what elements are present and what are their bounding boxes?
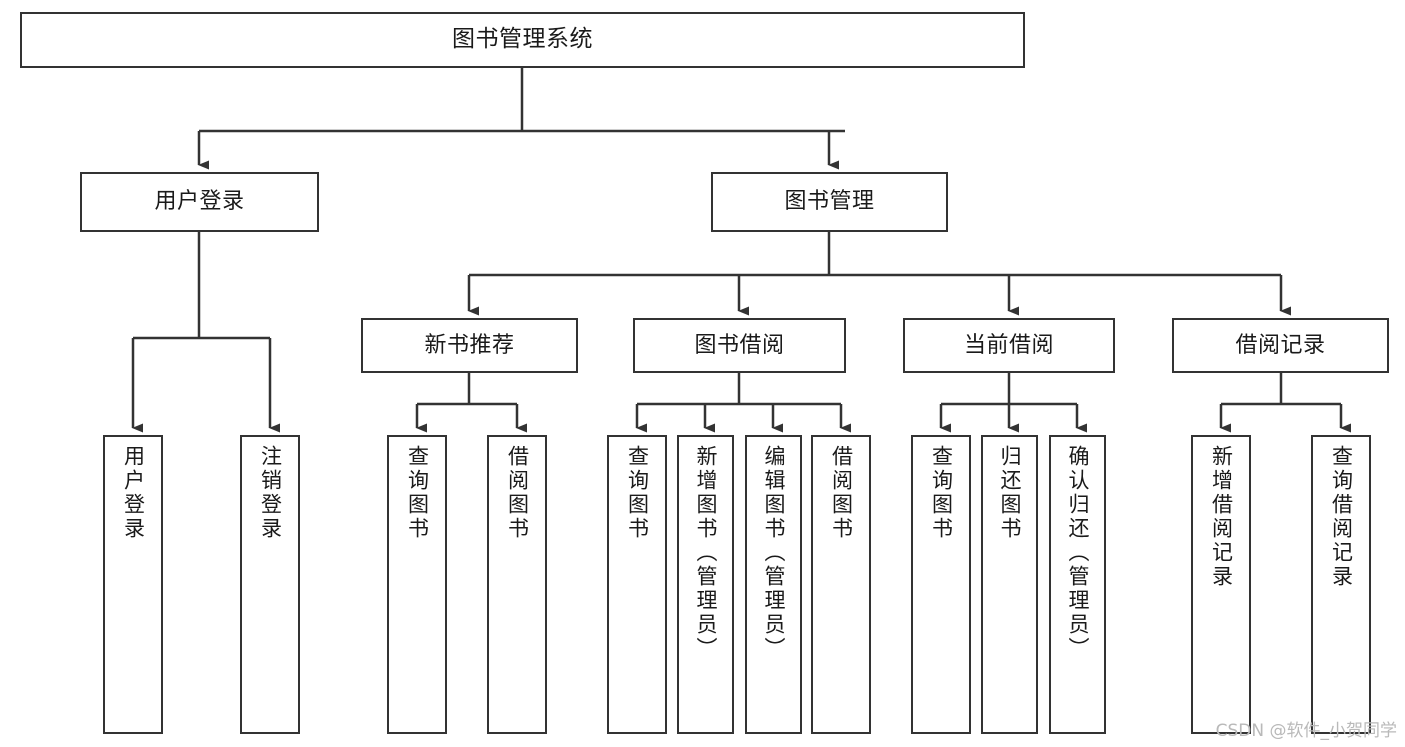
leaf-record-query-record[interactable]: 查询借阅记录: [1311, 435, 1371, 734]
leaf-current-confirm-return[interactable]: 确认归还（管理员）: [1049, 435, 1106, 734]
node-label: 注销登录: [258, 445, 283, 541]
node-label: 查询图书: [625, 445, 650, 541]
node-user-login[interactable]: 用户登录: [80, 172, 319, 232]
node-label: 图书管理系统: [452, 26, 593, 53]
node-label: 查询图书: [929, 445, 954, 541]
node-label: 用户登录: [154, 189, 245, 215]
node-root-system[interactable]: 图书管理系统: [20, 12, 1025, 68]
leaf-borrow-query-book[interactable]: 查询图书: [607, 435, 667, 734]
node-label: 查询图书: [405, 445, 430, 541]
leaf-current-return-book[interactable]: 归还图书: [981, 435, 1038, 734]
leaf-recommend-query-book[interactable]: 查询图书: [387, 435, 447, 734]
leaf-user-login-logout[interactable]: 注销登录: [240, 435, 300, 734]
node-label: 图书管理: [784, 189, 875, 215]
leaf-current-query-book[interactable]: 查询图书: [911, 435, 971, 734]
node-label: 新书推荐: [424, 332, 515, 358]
node-label: 确认归还（管理员）: [1066, 445, 1090, 661]
node-label: 图书借阅: [694, 332, 785, 358]
node-label: 用户登录: [121, 445, 146, 541]
node-label: 借阅图书: [505, 445, 530, 541]
node-label: 归还图书: [998, 445, 1022, 541]
leaf-borrow-borrow-book[interactable]: 借阅图书: [811, 435, 871, 734]
leaf-record-add-record[interactable]: 新增借阅记录: [1191, 435, 1251, 734]
node-borrow-record[interactable]: 借阅记录: [1172, 318, 1389, 373]
leaf-borrow-add-book[interactable]: 新增图书（管理员）: [677, 435, 734, 734]
node-label: 借阅记录: [1235, 332, 1326, 358]
csdn-watermark: CSDN @软件_小贺同学: [1215, 721, 1397, 741]
leaf-borrow-edit-book[interactable]: 编辑图书（管理员）: [745, 435, 802, 734]
node-label: 编辑图书（管理员）: [762, 445, 786, 661]
node-current-borrow[interactable]: 当前借阅: [903, 318, 1115, 373]
node-label: 新增图书（管理员）: [694, 445, 718, 661]
node-label: 新增借阅记录: [1209, 445, 1234, 589]
node-book-borrow[interactable]: 图书借阅: [633, 318, 846, 373]
leaf-recommend-borrow-book[interactable]: 借阅图书: [487, 435, 547, 734]
node-new-book-recommend[interactable]: 新书推荐: [361, 318, 578, 373]
node-label: 当前借阅: [963, 332, 1054, 358]
node-label: 查询借阅记录: [1329, 445, 1354, 589]
leaf-user-login-login[interactable]: 用户登录: [103, 435, 163, 734]
node-book-management[interactable]: 图书管理: [711, 172, 948, 232]
node-label: 借阅图书: [829, 445, 854, 541]
